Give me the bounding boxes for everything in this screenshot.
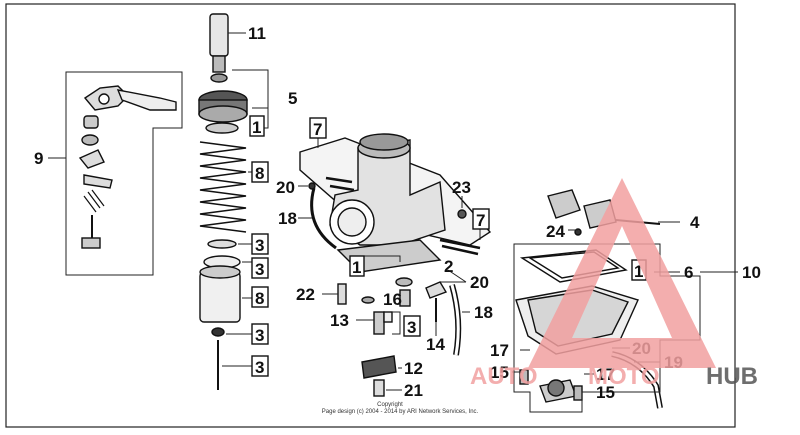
throttle-lever-inset-frame [65,71,183,276]
part-label-3-e: 3 [407,318,416,337]
part-label-3-b: 3 [255,260,264,279]
part-label-23: 23 [452,178,471,197]
boxed-label-frames [249,115,647,377]
part-label-17-left: 17 [490,341,509,360]
part-label-16: 16 [383,290,402,309]
part-label-18-left: 18 [278,209,297,228]
jet-leaders [322,293,470,391]
watermark-text-hub: HUB [706,363,758,390]
part-label-12: 12 [404,359,423,378]
watermark-logo: AUTO MOTO HUB [470,178,758,390]
part-label-1-mid: 1 [352,258,361,277]
part-label-13: 13 [330,311,349,330]
part-label-5: 5 [288,89,297,108]
part-label-15-right: 15 [596,383,615,402]
part-label-24: 24 [546,222,565,241]
part-label-9: 9 [34,149,43,168]
part-label-6: 6 [684,263,693,282]
part-label-17-right: 17 [596,365,615,384]
part-label-7-right: 7 [476,211,485,230]
part-label-2: 2 [444,257,453,276]
part-label-7-left: 7 [313,120,322,139]
watermark-text-auto: AUTO [470,363,538,390]
watermark-triangle-icon [528,178,716,368]
part-label-1-right: 1 [634,262,643,281]
part-label-21: 21 [404,381,423,400]
watermark-text-moto: MOTO [588,363,660,390]
part-label-3-a: 3 [255,236,264,255]
part-label-22: 22 [296,285,315,304]
slide-spring-column [198,13,248,390]
copyright-title: Copyright [377,402,403,408]
part-label-3-c: 3 [255,326,264,345]
carburetor-body [299,133,492,273]
part-label-11: 11 [248,24,266,43]
throttle-lever-assembly [78,85,177,249]
jet-parts [337,277,462,397]
part-label-1-top: 1 [252,118,261,137]
part-label-3-d: 3 [255,358,264,377]
part-label-15-left: 15 [490,363,509,382]
part-label-4: 4 [690,213,700,232]
part-label-20-mid: 20 [470,273,489,292]
part-label-20-top: 20 [276,178,295,197]
part-label-18-right: 18 [474,303,493,322]
part-label-8-bottom: 8 [255,289,264,308]
part-number-labels: 11 5 9 1 8 3 3 8 3 3 7 20 18 23 7 24 4 1… [34,24,761,402]
diagram-border [5,3,736,428]
part-label-8-top: 8 [255,164,264,183]
part-label-10: 10 [742,263,761,282]
part-label-14: 14 [426,335,445,354]
copyright-notice: Page design (c) 2004 - 2014 by ARI Netwo… [322,409,479,415]
